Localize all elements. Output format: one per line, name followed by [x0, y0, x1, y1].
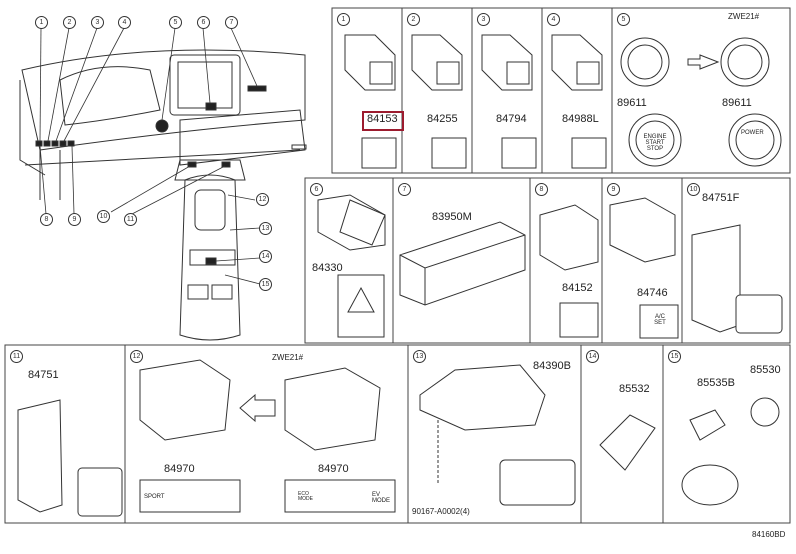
part-84330[interactable]: 84330 — [312, 262, 343, 274]
part-84794[interactable]: 84794 — [496, 113, 527, 125]
part-85535B[interactable]: 85535B — [697, 377, 735, 389]
panel-3-number: 3 — [477, 13, 490, 26]
part-84746[interactable]: 84746 — [637, 287, 668, 299]
part-89611-b[interactable]: 89611 — [722, 97, 752, 109]
panel-6-drawing — [317, 194, 386, 338]
panel-10-number: 10 — [687, 183, 700, 196]
callout-3: 3 — [91, 16, 104, 29]
panel-1-drawing — [344, 34, 397, 169]
part-84970-b[interactable]: 84970 — [318, 463, 349, 475]
panel-2-number: 2 — [407, 13, 420, 26]
overview-leaders — [39, 27, 261, 285]
panel-3-drawing — [481, 34, 537, 169]
part-84255[interactable]: 84255 — [427, 113, 458, 125]
callout-13: 13 — [259, 222, 272, 235]
panel-2-drawing — [411, 34, 467, 169]
callout-6: 6 — [197, 16, 210, 29]
callout-5: 5 — [169, 16, 182, 29]
part-85532[interactable]: 85532 — [619, 383, 650, 395]
panel-12-number: 12 — [130, 350, 143, 363]
panel-6-number: 6 — [310, 183, 323, 196]
panel-5-number: 5 — [617, 13, 630, 26]
panel-4-drawing — [551, 34, 607, 169]
ev-mode-label: EV MODE — [372, 492, 390, 504]
callout-10: 10 — [97, 210, 110, 223]
sport-label: SPORT — [144, 494, 165, 500]
callout-14: 14 — [259, 250, 272, 263]
panel-14-drawing — [599, 414, 656, 471]
callout-8: 8 — [40, 213, 53, 226]
diagram-code: 84160BD — [752, 530, 786, 539]
part-83950M[interactable]: 83950M — [432, 211, 472, 223]
callout-15: 15 — [259, 278, 272, 291]
eco-mode-label: ECO MODE — [298, 491, 313, 502]
panel-9-drawing — [609, 197, 679, 339]
part-84751[interactable]: 84751 — [28, 369, 59, 381]
panel-11-number: 11 — [10, 350, 23, 363]
panel-13-drawing — [419, 364, 576, 506]
panel-15-drawing — [681, 397, 780, 506]
power-label: POWER — [741, 130, 764, 136]
panel-12-drawing — [139, 359, 396, 513]
part-84152[interactable]: 84152 — [562, 282, 593, 294]
panel-11-drawing — [17, 399, 123, 517]
panel-9-number: 9 — [607, 183, 620, 196]
callout-7: 7 — [225, 16, 238, 29]
panel-8-number: 8 — [535, 183, 548, 196]
callout-9: 9 — [68, 213, 81, 226]
part-85530[interactable]: 85530 — [750, 364, 781, 376]
part-90167[interactable]: 90167-A0002(4) — [412, 507, 470, 516]
panel-13-number: 13 — [413, 350, 426, 363]
callout-12: 12 — [256, 193, 269, 206]
panel-12-note: ZWE21# — [272, 353, 304, 362]
callout-11: 11 — [124, 213, 137, 226]
engine-start-label: ENGINE START STOP — [643, 134, 667, 152]
panel-7-drawing — [399, 221, 526, 306]
panel-14-number: 14 — [586, 350, 599, 363]
panel-5-note: ZWE21# — [728, 12, 760, 21]
panel-10-border — [681, 177, 791, 344]
part-84988L[interactable]: 84988L — [562, 113, 599, 125]
part-84970-a[interactable]: 84970 — [164, 463, 195, 475]
panel-5-drawing — [620, 37, 782, 167]
callout-1: 1 — [35, 16, 48, 29]
panel-4-number: 4 — [547, 13, 560, 26]
panel-7-number: 7 — [398, 183, 411, 196]
part-84751F[interactable]: 84751F — [702, 192, 740, 204]
callout-2: 2 — [63, 16, 76, 29]
callout-4: 4 — [118, 16, 131, 29]
part-89611-a[interactable]: 89611 — [617, 97, 647, 109]
panel-15-border — [662, 344, 791, 524]
panel-1-number: 1 — [337, 13, 350, 26]
highlight-box — [362, 111, 404, 131]
ac-set-label: A/C SET — [654, 314, 666, 326]
part-84153[interactable]: 84153 — [367, 113, 398, 125]
panel-5-border — [611, 7, 791, 174]
panel-15-number: 15 — [668, 350, 681, 363]
panel-8-drawing — [539, 204, 599, 338]
part-84390B[interactable]: 84390B — [533, 360, 571, 372]
panel-10-drawing — [691, 224, 783, 334]
